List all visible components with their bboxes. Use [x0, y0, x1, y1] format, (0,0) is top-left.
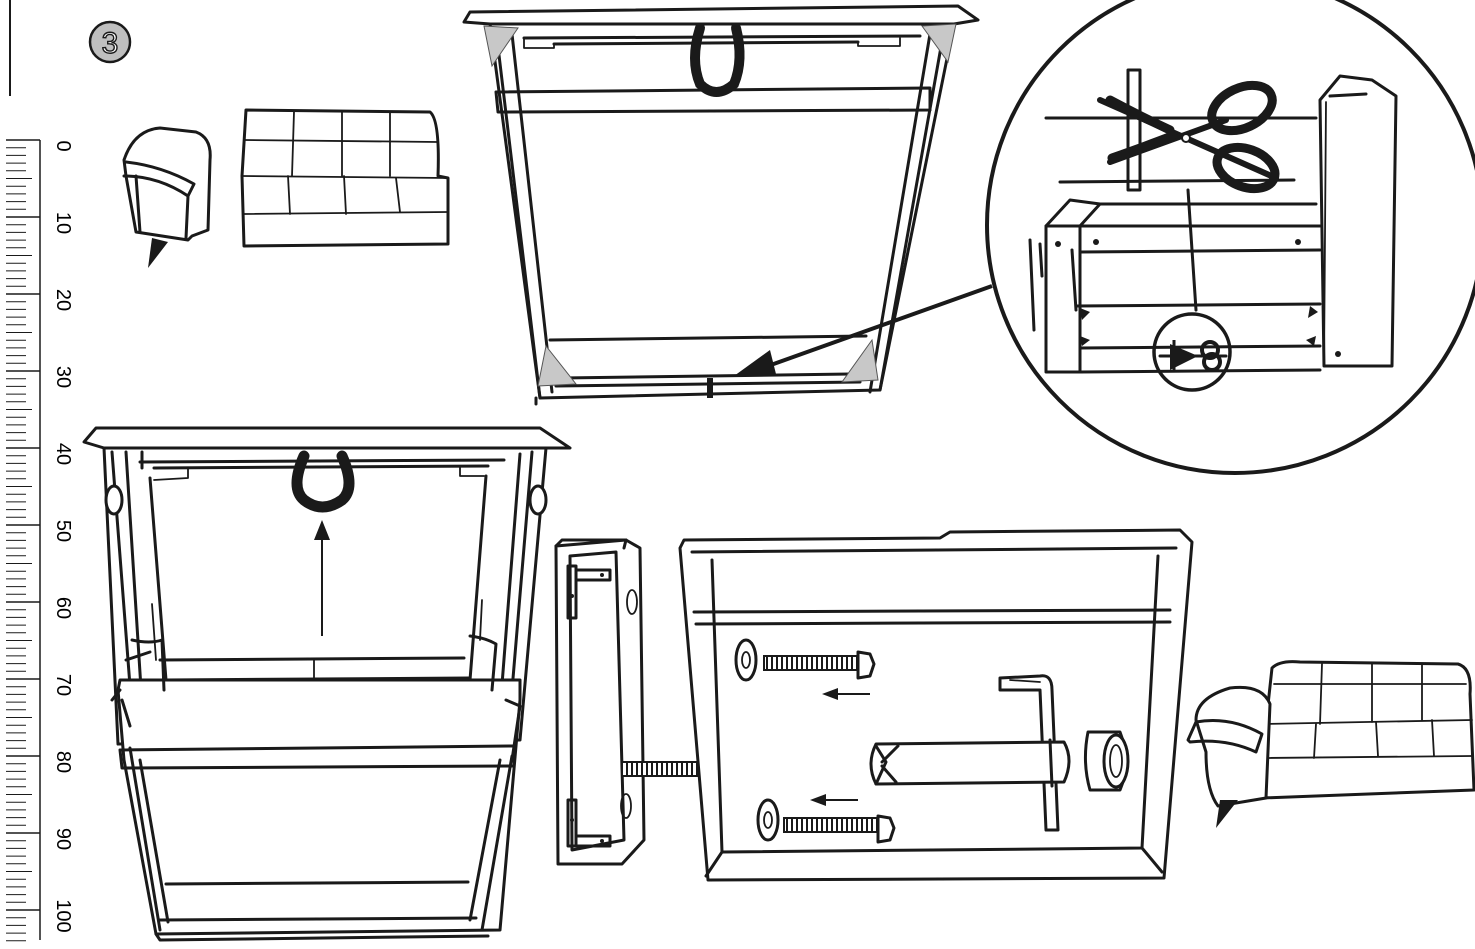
strap-loop — [291, 450, 355, 513]
step-number: 3 — [102, 27, 119, 60]
sleeve-nut — [869, 730, 1130, 792]
sofa-frame-top-view — [462, 4, 980, 406]
ruler-label-20: 20 — [52, 289, 74, 311]
ruler-label-90: 90 — [52, 828, 74, 850]
washer-bolt — [734, 638, 876, 700]
ruler-labels: 0 10 20 30 40 50 60 70 80 90 100 — [52, 140, 74, 932]
step-number-badge: 3 — [88, 20, 132, 64]
ruler-label-80: 80 — [52, 751, 74, 773]
back-panel-with-hardware — [678, 528, 1194, 882]
washer-bolt — [756, 794, 896, 844]
bracket — [566, 798, 612, 848]
sofa-thumbnail — [240, 108, 450, 248]
corner-block — [840, 338, 879, 383]
ruler-label-50: 50 — [52, 520, 74, 542]
ruler-label-60: 60 — [52, 597, 74, 619]
ruler-label-40: 40 — [52, 443, 74, 465]
bracket — [566, 564, 612, 620]
sofa-frame-lifted-view — [82, 426, 572, 746]
scissors-icon — [1097, 80, 1280, 194]
ruler-label-30: 30 — [52, 366, 74, 388]
assembled-sofa-thumbnail — [1186, 660, 1475, 828]
measuring-ruler: 0 10 20 30 40 50 60 70 80 90 100 — [6, 139, 74, 942]
zoom-detail-circle — [985, 0, 1475, 475]
corner-block — [537, 344, 577, 387]
sofa-frame-base-view — [110, 599, 522, 942]
strap-loop — [690, 23, 745, 97]
corner-block — [483, 25, 519, 68]
arrow-icon — [734, 284, 993, 376]
ruler-label-0: 0 — [52, 140, 74, 151]
ruler-ticks — [6, 139, 40, 942]
corner-block — [921, 23, 957, 64]
ruler-label-70: 70 — [52, 674, 74, 696]
ruler-label-10: 10 — [52, 212, 74, 234]
armchair-thumbnail — [122, 126, 212, 268]
arrow-icon — [314, 520, 330, 540]
ruler-label-100: 100 — [52, 899, 74, 932]
